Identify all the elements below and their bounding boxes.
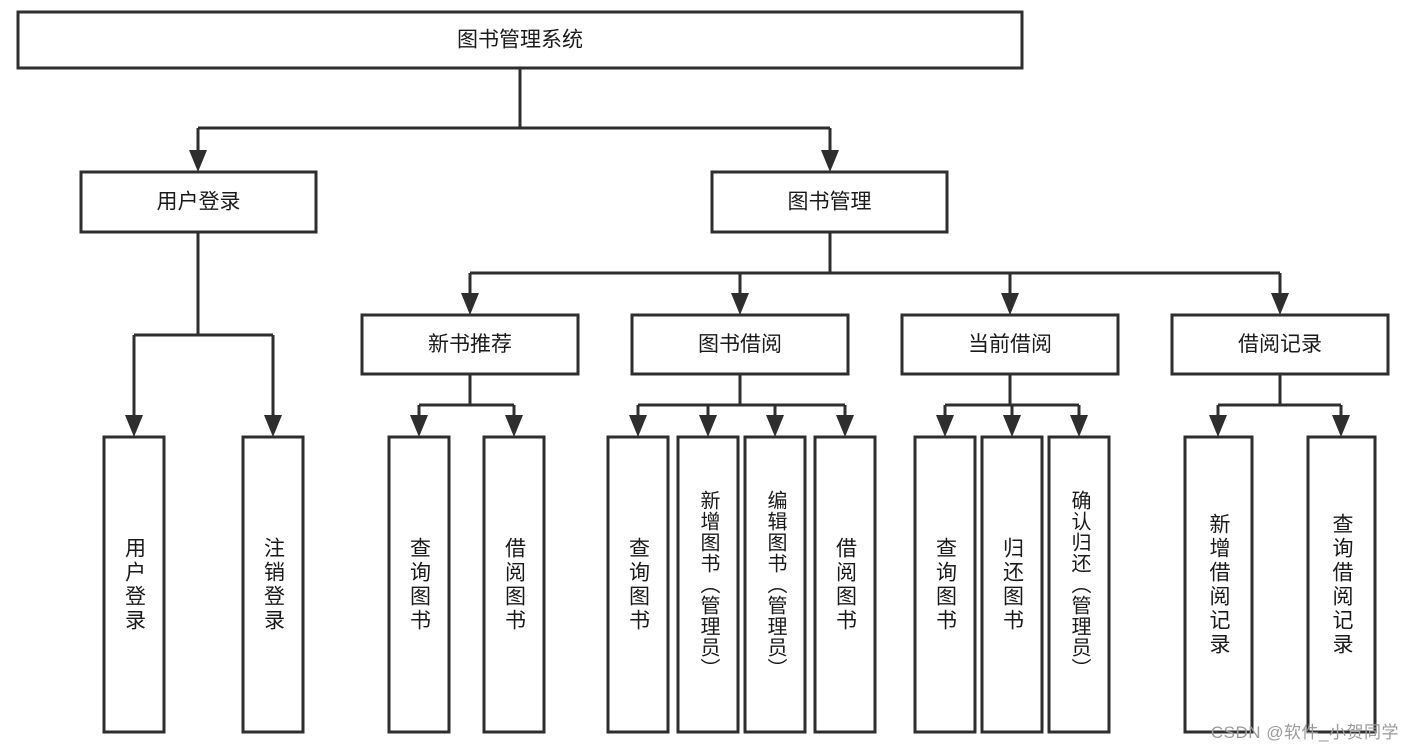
arrow-head-icon [731, 293, 749, 315]
arrow-head-icon [699, 415, 717, 437]
node-label: 用户登录 [157, 191, 241, 214]
node-label: 图书管理 [788, 191, 872, 214]
node-label: 借阅记录 [1238, 333, 1322, 356]
leaf-node-leaf-add-book-admin[interactable] [676, 435, 740, 734]
arrow-heads [125, 150, 1350, 437]
leaf-node-leaf-borrow-book[interactable] [813, 435, 877, 734]
leaf-node-leaf-borrow-book-rec[interactable] [482, 435, 546, 734]
arrow-head-icon [1271, 293, 1289, 315]
arrow-head-icon [461, 293, 479, 315]
leaf-node-leaf-return-book[interactable] [980, 435, 1044, 734]
leaf-node-leaf-add-borrow-record[interactable] [1183, 435, 1254, 734]
arrow-head-icon [936, 415, 954, 437]
root-node-root[interactable] [16, 10, 1024, 70]
node-label: 新书推荐 [428, 333, 512, 356]
leaf-node-leaf-edit-book-admin[interactable] [743, 435, 807, 734]
csdn-watermark: CSDN @软件_小贺同学 [1210, 723, 1399, 742]
node-label: 图书借阅 [698, 333, 782, 356]
node-book-borrow[interactable] [630, 313, 850, 376]
leaf-node-leaf-query-book-current[interactable] [913, 435, 977, 734]
node-label: 图书管理系统 [457, 29, 583, 52]
arrow-head-icon [1070, 415, 1088, 437]
arrow-head-icon [505, 415, 523, 437]
leaf-node-leaf-user-login[interactable] [102, 435, 166, 734]
arrow-head-icon [629, 415, 647, 437]
arrow-head-icon [1003, 415, 1021, 437]
arrow-head-icon [1001, 293, 1019, 315]
arrow-head-icon [125, 415, 143, 437]
arrow-head-icon [766, 415, 784, 437]
leaf-node-leaf-logout[interactable] [241, 435, 305, 734]
arrow-head-icon [1209, 415, 1227, 437]
leaf-node-leaf-query-borrow-record[interactable] [1306, 435, 1377, 734]
node-current-borrow[interactable] [900, 313, 1120, 376]
leaf-node-leaf-query-book-rec[interactable] [387, 435, 451, 734]
node-borrow-record[interactable] [1170, 313, 1390, 376]
node-book-management[interactable] [710, 170, 949, 234]
arrow-head-icon [836, 415, 854, 437]
arrow-head-icon [1332, 415, 1350, 437]
arrow-head-icon [189, 150, 207, 172]
arrow-head-icon [264, 415, 282, 437]
leaf-node-leaf-query-book-borrow[interactable] [606, 435, 670, 734]
arrow-head-icon [821, 150, 839, 172]
node-new-book-recommend[interactable] [360, 313, 580, 376]
node-label: 当前借阅 [968, 333, 1052, 356]
node-boxes [16, 10, 1390, 734]
leaf-node-leaf-confirm-return-admin[interactable] [1047, 435, 1111, 734]
arrow-head-icon [410, 415, 428, 437]
node-user-login[interactable] [79, 170, 318, 234]
